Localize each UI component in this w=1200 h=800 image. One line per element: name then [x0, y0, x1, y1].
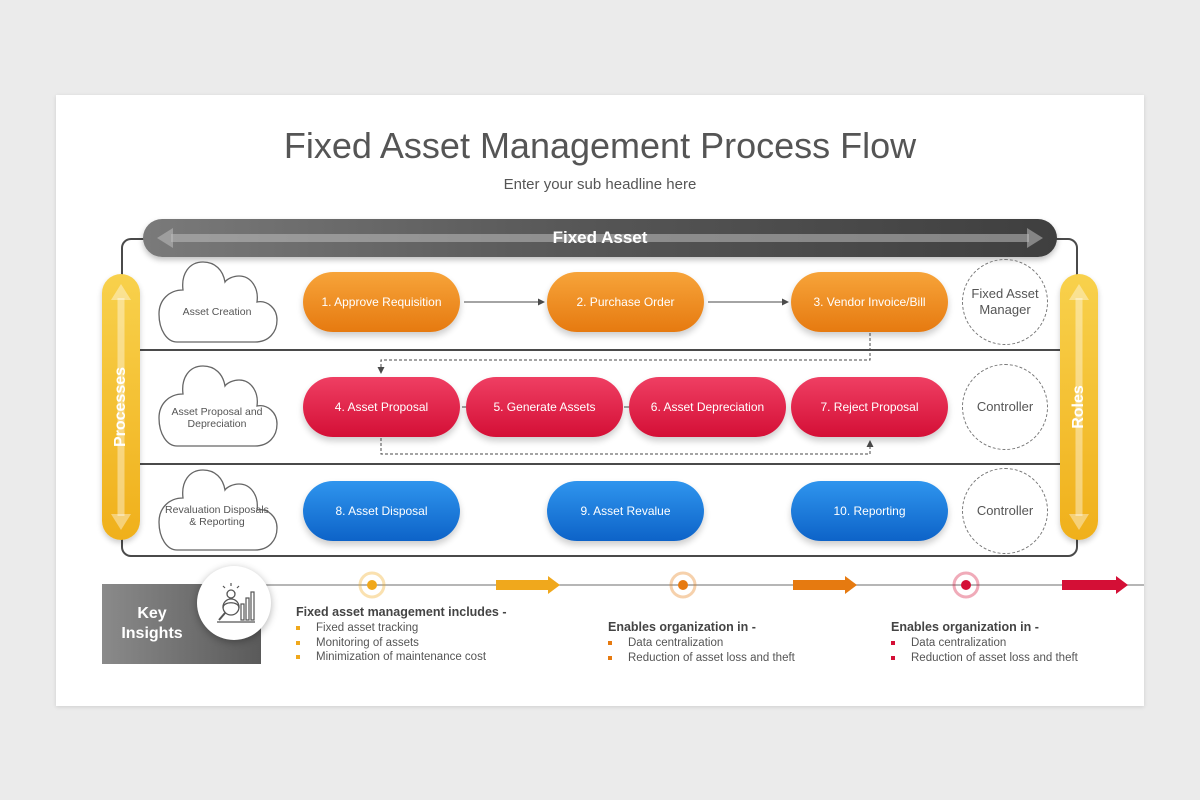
cloud-icon — [158, 365, 278, 447]
bullet-icon — [891, 655, 895, 660]
insight-list-1: Fixed asset tracking Monitoring of asset… — [296, 621, 486, 665]
timeline-arrow-2 — [793, 576, 857, 594]
insight-item: Reduction of asset loss and theft — [608, 651, 795, 666]
fixed-asset-label: Fixed Asset — [552, 228, 648, 247]
cloud-icon — [158, 469, 278, 551]
step-purchase-order[interactable]: 2. Purchase Order — [547, 272, 704, 332]
insight-item: Data centralization — [891, 636, 1078, 651]
page-subtitle: Enter your sub headline here — [503, 176, 697, 193]
step-generate-assets[interactable]: 5. Generate Assets — [466, 377, 623, 437]
key-insights-icon-circle — [197, 566, 271, 640]
bullet-icon — [608, 641, 612, 645]
analytics-person-icon — [217, 583, 255, 623]
cloud-asset-creation: Asset Creation — [155, 260, 279, 346]
fixed-asset-bar: Fixed Asset — [143, 219, 1057, 257]
timeline-arrow-3 — [1062, 576, 1128, 594]
bullet-icon — [296, 626, 300, 630]
bullet-icon — [296, 655, 300, 659]
step-asset-proposal[interactable]: 4. Asset Proposal — [303, 377, 460, 437]
role-controller-1: Controller — [962, 364, 1048, 450]
roles-bar: Roles — [1060, 274, 1098, 540]
timeline-marker-2 — [669, 571, 697, 599]
insight-list-2: Data centralization Reduction of asset l… — [608, 636, 795, 665]
insight-item: Minimization of maintenance cost — [296, 650, 486, 665]
insight-title-2: Enables organization in - — [608, 620, 756, 634]
vertical-double-arrow-icon — [1069, 284, 1089, 530]
timeline-marker-1 — [358, 571, 386, 599]
page-title: Fixed Asset Management Process Flow — [283, 125, 917, 166]
step-reporting[interactable]: 10. Reporting — [791, 481, 948, 541]
cloud-revaluation: Revaluation Disposals & Reporting — [155, 468, 279, 554]
step-approve-requisition[interactable]: 1. Approve Requisition — [303, 272, 460, 332]
insight-list-3: Data centralization Reduction of asset l… — [891, 636, 1078, 665]
double-arrow-icon — [157, 228, 1043, 248]
insight-item: Fixed asset tracking — [296, 621, 486, 636]
role-fixed-asset-manager: Fixed Asset Manager — [962, 259, 1048, 345]
insight-item: Reduction of asset loss and theft — [891, 651, 1078, 666]
row-divider-1 — [140, 349, 1060, 351]
bullet-icon — [296, 640, 300, 645]
role-controller-2: Controller — [962, 468, 1048, 554]
cloud-label: Revaluation Disposals & Reporting — [165, 504, 269, 528]
timeline-marker-3 — [952, 571, 980, 599]
step-asset-revalue[interactable]: 9. Asset Revalue — [547, 481, 704, 541]
cloud-asset-proposal: Asset Proposal and Depreciation — [155, 364, 279, 450]
step-vendor-invoice[interactable]: 3. Vendor Invoice/Bill — [791, 272, 948, 332]
step-reject-proposal[interactable]: 7. Reject Proposal — [791, 377, 948, 437]
timeline-arrow-1 — [496, 576, 560, 594]
bullet-icon — [891, 641, 895, 645]
cloud-label: Asset Proposal and Depreciation — [171, 406, 263, 430]
cloud-label: Asset Creation — [182, 306, 252, 318]
bullet-icon — [608, 655, 612, 660]
cloud-icon — [158, 261, 278, 343]
insight-title-1: Fixed asset management includes - — [296, 605, 507, 619]
row-divider-2 — [140, 463, 1060, 465]
insight-item: Monitoring of assets — [296, 636, 486, 651]
insight-item: Data centralization — [608, 636, 795, 651]
vertical-double-arrow-icon — [111, 284, 131, 530]
step-asset-disposal[interactable]: 8. Asset Disposal — [303, 481, 460, 541]
key-insights-label: Key Insights — [121, 605, 183, 642]
processes-bar: Processes — [102, 274, 140, 540]
insight-title-3: Enables organization in - — [891, 620, 1039, 634]
step-asset-depreciation[interactable]: 6. Asset Depreciation — [629, 377, 786, 437]
